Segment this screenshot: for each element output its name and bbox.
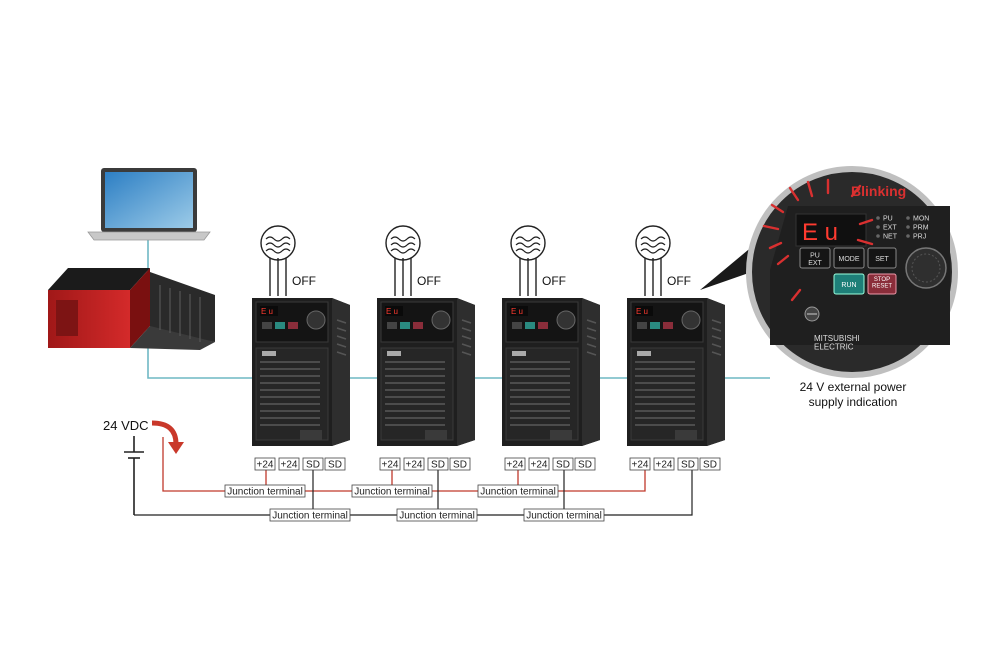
mini-display: E u [636, 307, 648, 316]
setting-dial-icon [905, 247, 947, 289]
mini-display: E u [386, 307, 398, 316]
motor-off-label: OFF [417, 274, 441, 288]
terminal-label: SD [681, 460, 695, 471]
mini-display: E u [511, 307, 523, 316]
terminal-plus24: +24 [653, 457, 675, 471]
motor-off-label: OFF [292, 274, 316, 288]
display-readout: E u [802, 219, 838, 246]
junction-label: Junction terminal [227, 487, 303, 498]
terminal-sd: SD [677, 457, 699, 471]
red-arrow-icon [151, 420, 184, 454]
junction-terminals-red: Junction terminal Junction terminal Junc… [224, 484, 559, 498]
inverter-unit: OFF E u +24 +24 SD SD [252, 225, 350, 471]
led-prj: PRJ [913, 234, 926, 241]
terminal-label: SD [578, 460, 592, 471]
inverter-body: E u [502, 298, 600, 446]
mini-display: E u [261, 307, 273, 316]
terminal-block: +24 +24 SD SD [504, 457, 596, 471]
terminal-sd: SD [699, 457, 721, 471]
terminal-label: +24 [406, 460, 423, 471]
terminal-block: +24 +24 SD SD [629, 457, 721, 471]
terminal-label: SD [431, 460, 445, 471]
plc-rack-icon [48, 268, 215, 350]
terminal-plus24: +24 [528, 457, 550, 471]
caption-line-1: 24 V external power [800, 380, 907, 394]
inverter-unit: OFF E u +24 +24 SD SD [502, 225, 600, 471]
terminal-plus24: +24 [379, 457, 401, 471]
terminal-block: +24 +24 SD SD [254, 457, 346, 471]
run-label: RUN [841, 282, 856, 289]
junction-label: Junction terminal [272, 511, 348, 522]
terminal-label: SD [556, 460, 570, 471]
motor-leads [269, 258, 287, 296]
led-ext: EXT [883, 225, 897, 232]
junction-terminals-black: Junction terminal Junction terminal Junc… [269, 508, 605, 522]
terminal-label: +24 [656, 460, 673, 471]
motor-icon [635, 225, 671, 261]
terminal-label: SD [453, 460, 467, 471]
battery-symbol [124, 436, 144, 515]
inverter-body: E u [377, 298, 475, 446]
motor-icon [260, 225, 296, 261]
inverter-unit: OFF E u +24 +24 SD SD [627, 225, 725, 471]
mode-key: MODE [833, 247, 865, 269]
supply-label: 24 VDC [103, 418, 149, 433]
motor-off-label: OFF [667, 274, 691, 288]
junction-label: Junction terminal [399, 511, 475, 522]
terminal-sd: SD [449, 457, 471, 471]
terminal-plus24: +24 [403, 457, 425, 471]
inverter-body: E u [252, 298, 350, 446]
terminal-label: +24 [531, 460, 548, 471]
set-key: SET [867, 247, 897, 269]
caption-line-2: supply indication [809, 395, 898, 409]
terminal-sd: SD [427, 457, 449, 471]
motor-off-label: OFF [542, 274, 566, 288]
led-pu: PU [883, 216, 893, 223]
terminal-plus24: +24 [278, 457, 300, 471]
terminal-label: +24 [632, 460, 649, 471]
motor-leads [394, 258, 412, 296]
junction-label: Junction terminal [354, 487, 430, 498]
terminal-label: +24 [382, 460, 399, 471]
terminal-plus24: +24 [629, 457, 651, 471]
led-net: NET [883, 234, 898, 241]
terminal-plus24: +24 [254, 457, 276, 471]
terminal-label: +24 [257, 460, 274, 471]
set-label: SET [875, 256, 889, 263]
led-mon: MON [913, 216, 929, 223]
inverters: OFF E u +24 +24 SD SD OFF E u +24 +24 SD SD OFF E u +2… [252, 225, 725, 471]
terminal-label: SD [328, 460, 342, 471]
callout-zoom: E u Blinking PU EXT NET MON PRM PRJ PU [746, 166, 958, 378]
inverter-body: E u [627, 298, 725, 446]
laptop-icon [87, 168, 211, 241]
run-key: RUN [833, 273, 865, 295]
mode-label: MODE [839, 256, 860, 263]
motor-icon [510, 225, 546, 261]
terminal-block: +24 +24 SD SD [379, 457, 471, 471]
motor-leads [644, 258, 662, 296]
inverter-unit: OFF E u +24 +24 SD SD [377, 225, 475, 471]
blinking-label: Blinking [851, 183, 906, 199]
terminal-sd: SD [574, 457, 596, 471]
terminal-label: SD [306, 460, 320, 471]
motor-icon [385, 225, 421, 261]
junction-label: Junction terminal [526, 511, 602, 522]
junction-label: Junction terminal [480, 487, 556, 498]
led-prm: PRM [913, 225, 929, 232]
terminal-plus24: +24 [504, 457, 526, 471]
terminal-sd: SD [324, 457, 346, 471]
motor-leads [519, 258, 537, 296]
terminal-sd: SD [302, 457, 324, 471]
terminal-sd: SD [552, 457, 574, 471]
terminal-label: SD [703, 460, 717, 471]
terminal-label: +24 [281, 460, 298, 471]
terminal-label: +24 [507, 460, 524, 471]
